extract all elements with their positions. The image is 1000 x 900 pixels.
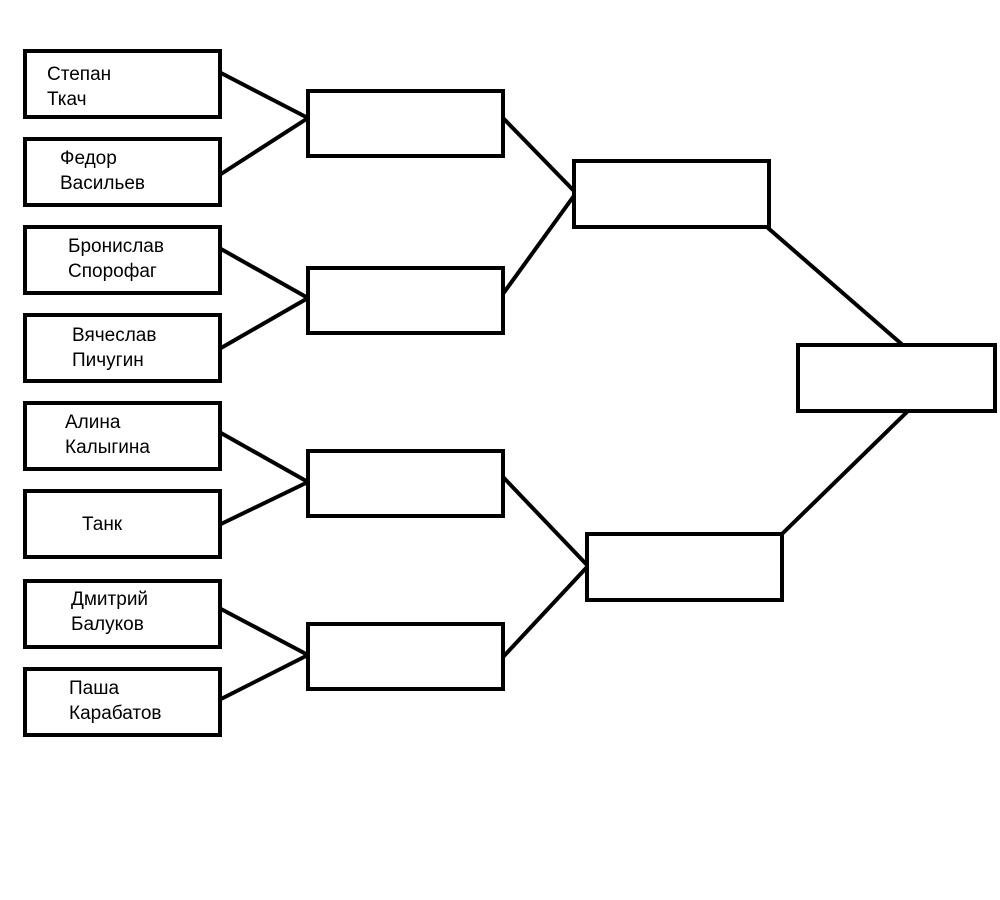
- round3-box-1[interactable]: [572, 159, 771, 229]
- round2-box-1[interactable]: [306, 89, 505, 158]
- player-box-6: [23, 489, 222, 559]
- player-name-7: Дмитрий Балуков: [71, 589, 149, 635]
- player-name-4: Вячеслав Пичугин: [72, 325, 157, 371]
- connector-line: [501, 475, 590, 568]
- player-box-4: [23, 313, 222, 383]
- connector-line: [219, 296, 310, 350]
- player-name-2: Федор Васильев: [60, 148, 145, 194]
- round2-box-2[interactable]: [306, 266, 505, 335]
- player-name-5: Алина Калыгина: [65, 412, 150, 458]
- final-box[interactable]: [796, 343, 997, 413]
- connector-line: [219, 431, 310, 484]
- player-box-1: [23, 49, 222, 119]
- round2-box-3[interactable]: [306, 449, 505, 518]
- connector-line: [219, 653, 310, 701]
- connector-line: [498, 191, 578, 300]
- connector-line: [781, 407, 912, 535]
- player-box-7: [23, 579, 222, 649]
- connector-line: [501, 564, 590, 659]
- connector-line: [766, 226, 907, 349]
- connector-line: [219, 116, 310, 176]
- player-box-2: [23, 137, 222, 207]
- round3-box-2[interactable]: [585, 532, 784, 602]
- connector-line: [219, 71, 310, 120]
- player-box-8: [23, 667, 222, 737]
- player-box-5: [23, 401, 222, 471]
- connector-line: [219, 247, 310, 300]
- player-name-1: Степан Ткач: [47, 64, 112, 110]
- connector-line: [219, 480, 310, 526]
- player-name-6: Танк: [82, 514, 123, 535]
- player-box-3: [23, 225, 222, 295]
- connector-line: [219, 607, 310, 657]
- player-name-8: Паша Карабатов: [69, 678, 162, 724]
- player-name-3: Бронислав Спорофаг: [68, 236, 164, 282]
- round2-box-4[interactable]: [306, 622, 505, 691]
- connector-line: [501, 116, 578, 195]
